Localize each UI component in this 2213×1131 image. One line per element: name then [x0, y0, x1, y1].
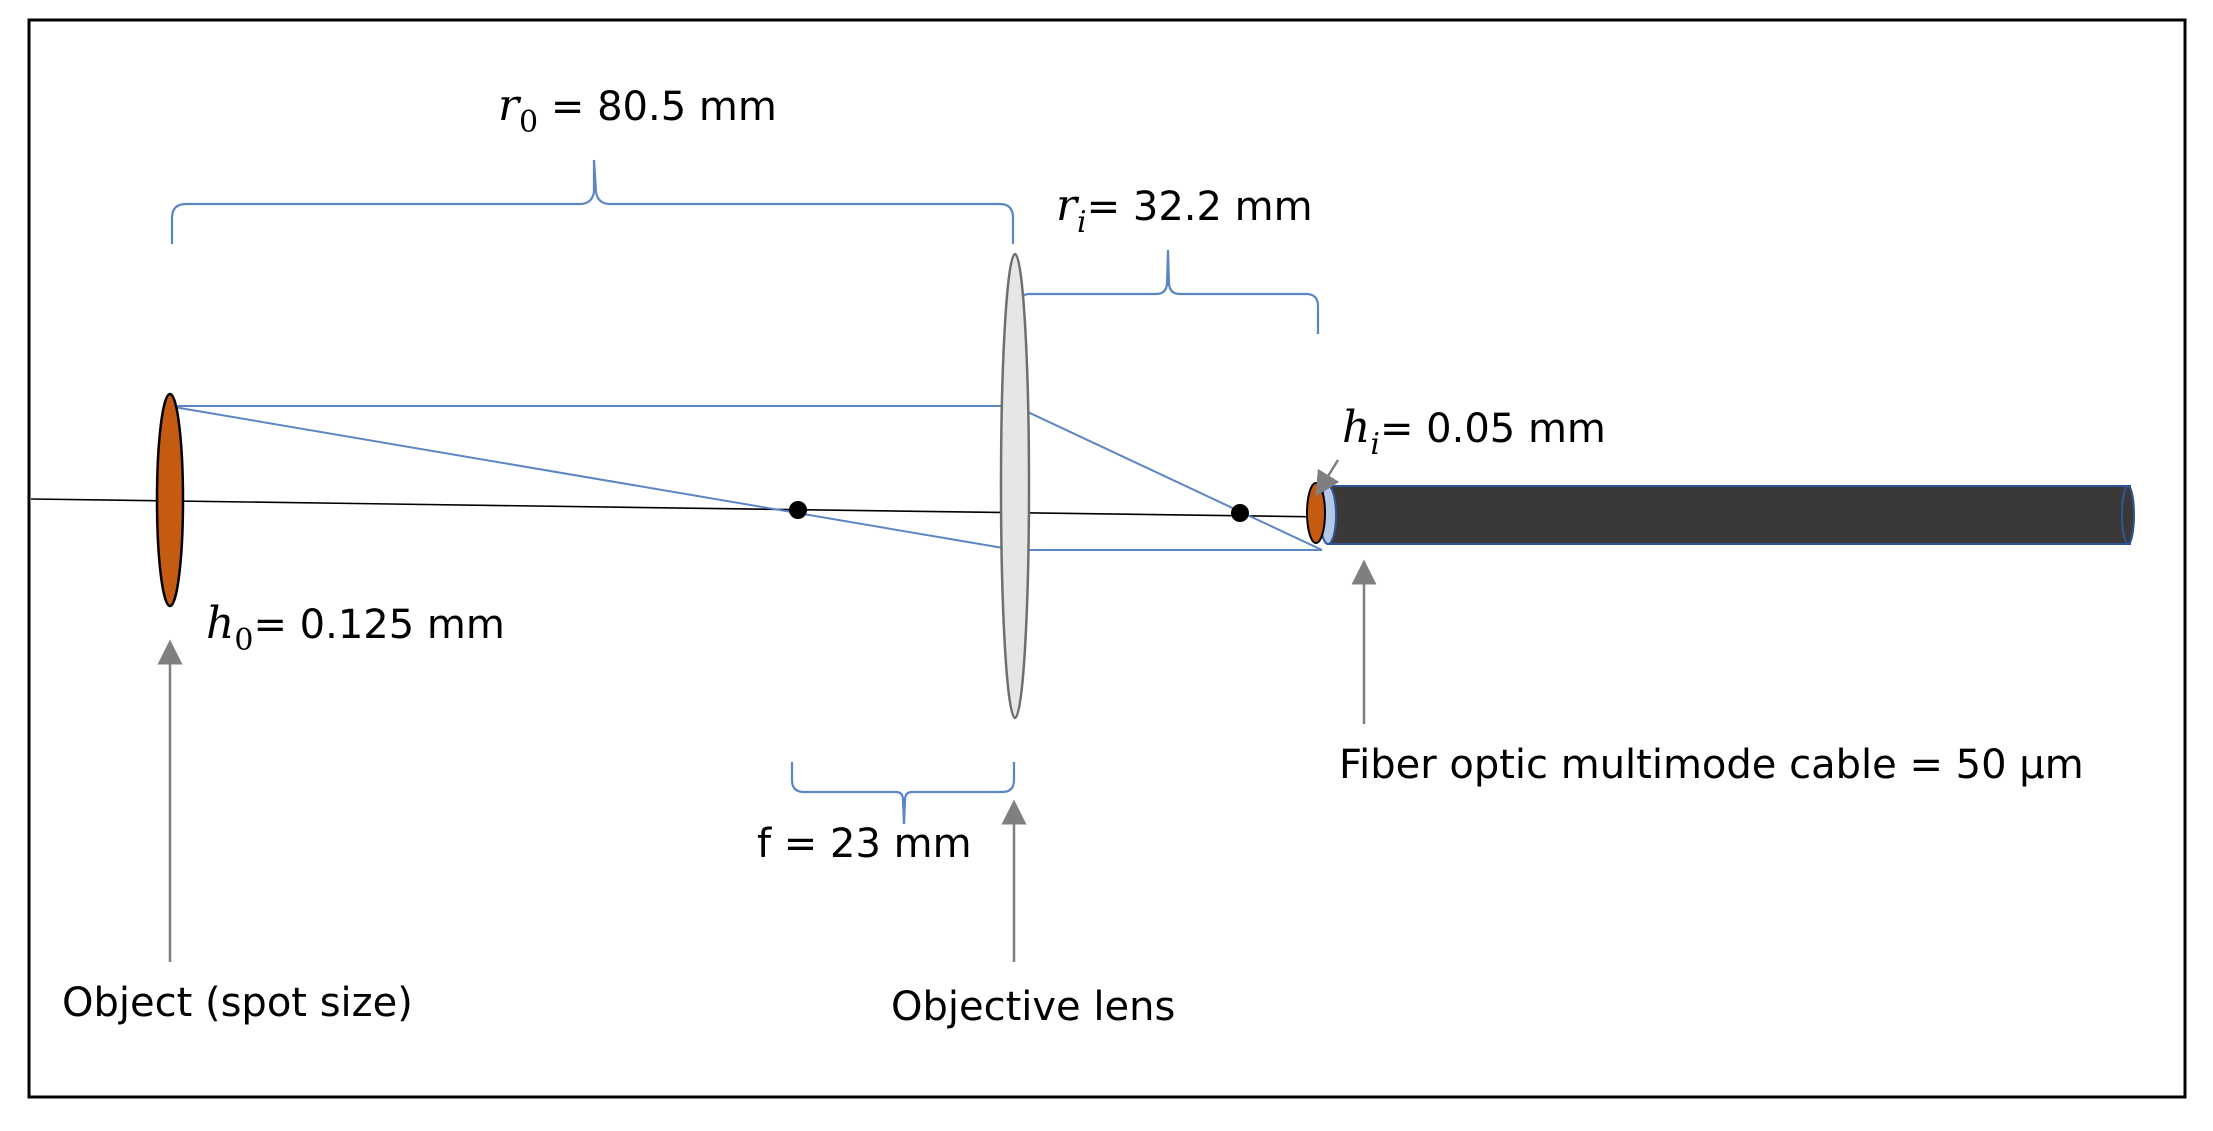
focal-length-label: f = 23 mm [757, 821, 972, 867]
image-pointer-arrow [1315, 459, 1340, 497]
ri-symbol: r [1056, 180, 1080, 231]
h0-symbol: h [206, 598, 234, 649]
ri-value: = 32.2 mm [1087, 184, 1313, 230]
h0-value: = 0.125 mm [253, 602, 504, 648]
hi-label: hi= 0.05 mm [1342, 402, 1606, 462]
ri-subscript: i [1077, 205, 1087, 240]
r0-symbol: r [498, 80, 522, 131]
brace-ri [1016, 249, 1320, 334]
image-spot [1306, 482, 1326, 544]
r0-label: r0 = 80.5 mm [498, 80, 777, 140]
fiber-body [1327, 485, 2131, 545]
brace-focal-length [790, 762, 1016, 825]
hi-subscript: i [1370, 427, 1380, 462]
diagram-frame [27, 18, 2187, 1099]
r0-value: = 80.5 mm [538, 84, 777, 130]
back-focal-point [1231, 504, 1249, 522]
ri-label: ri= 32.2 mm [1056, 180, 1313, 240]
front-focal-point [789, 501, 807, 519]
h0-subscript: 0 [234, 623, 253, 658]
optical-axis [30, 498, 1327, 518]
objective-lens [999, 252, 1031, 720]
hi-value: = 0.05 mm [1380, 406, 1606, 452]
ray-chief [167, 405, 1016, 551]
hi-symbol: h [1342, 402, 1370, 453]
object-caption: Object (spot size) [62, 980, 413, 1026]
h0-label: h0= 0.125 mm [206, 598, 505, 658]
objective-lens-caption: Objective lens [891, 984, 1175, 1030]
ray-exit-focused [1014, 405, 1323, 551]
fiber-end-cap [2121, 485, 2135, 545]
fiber-caption: Fiber optic multimode cable = 50 µm [1339, 742, 2084, 788]
brace-r0 [170, 159, 1015, 244]
ray-trace [167, 405, 1323, 551]
fiber-optic-cable [1319, 485, 2135, 545]
object-spot [155, 392, 185, 608]
r0-subscript: 0 [519, 105, 538, 140]
